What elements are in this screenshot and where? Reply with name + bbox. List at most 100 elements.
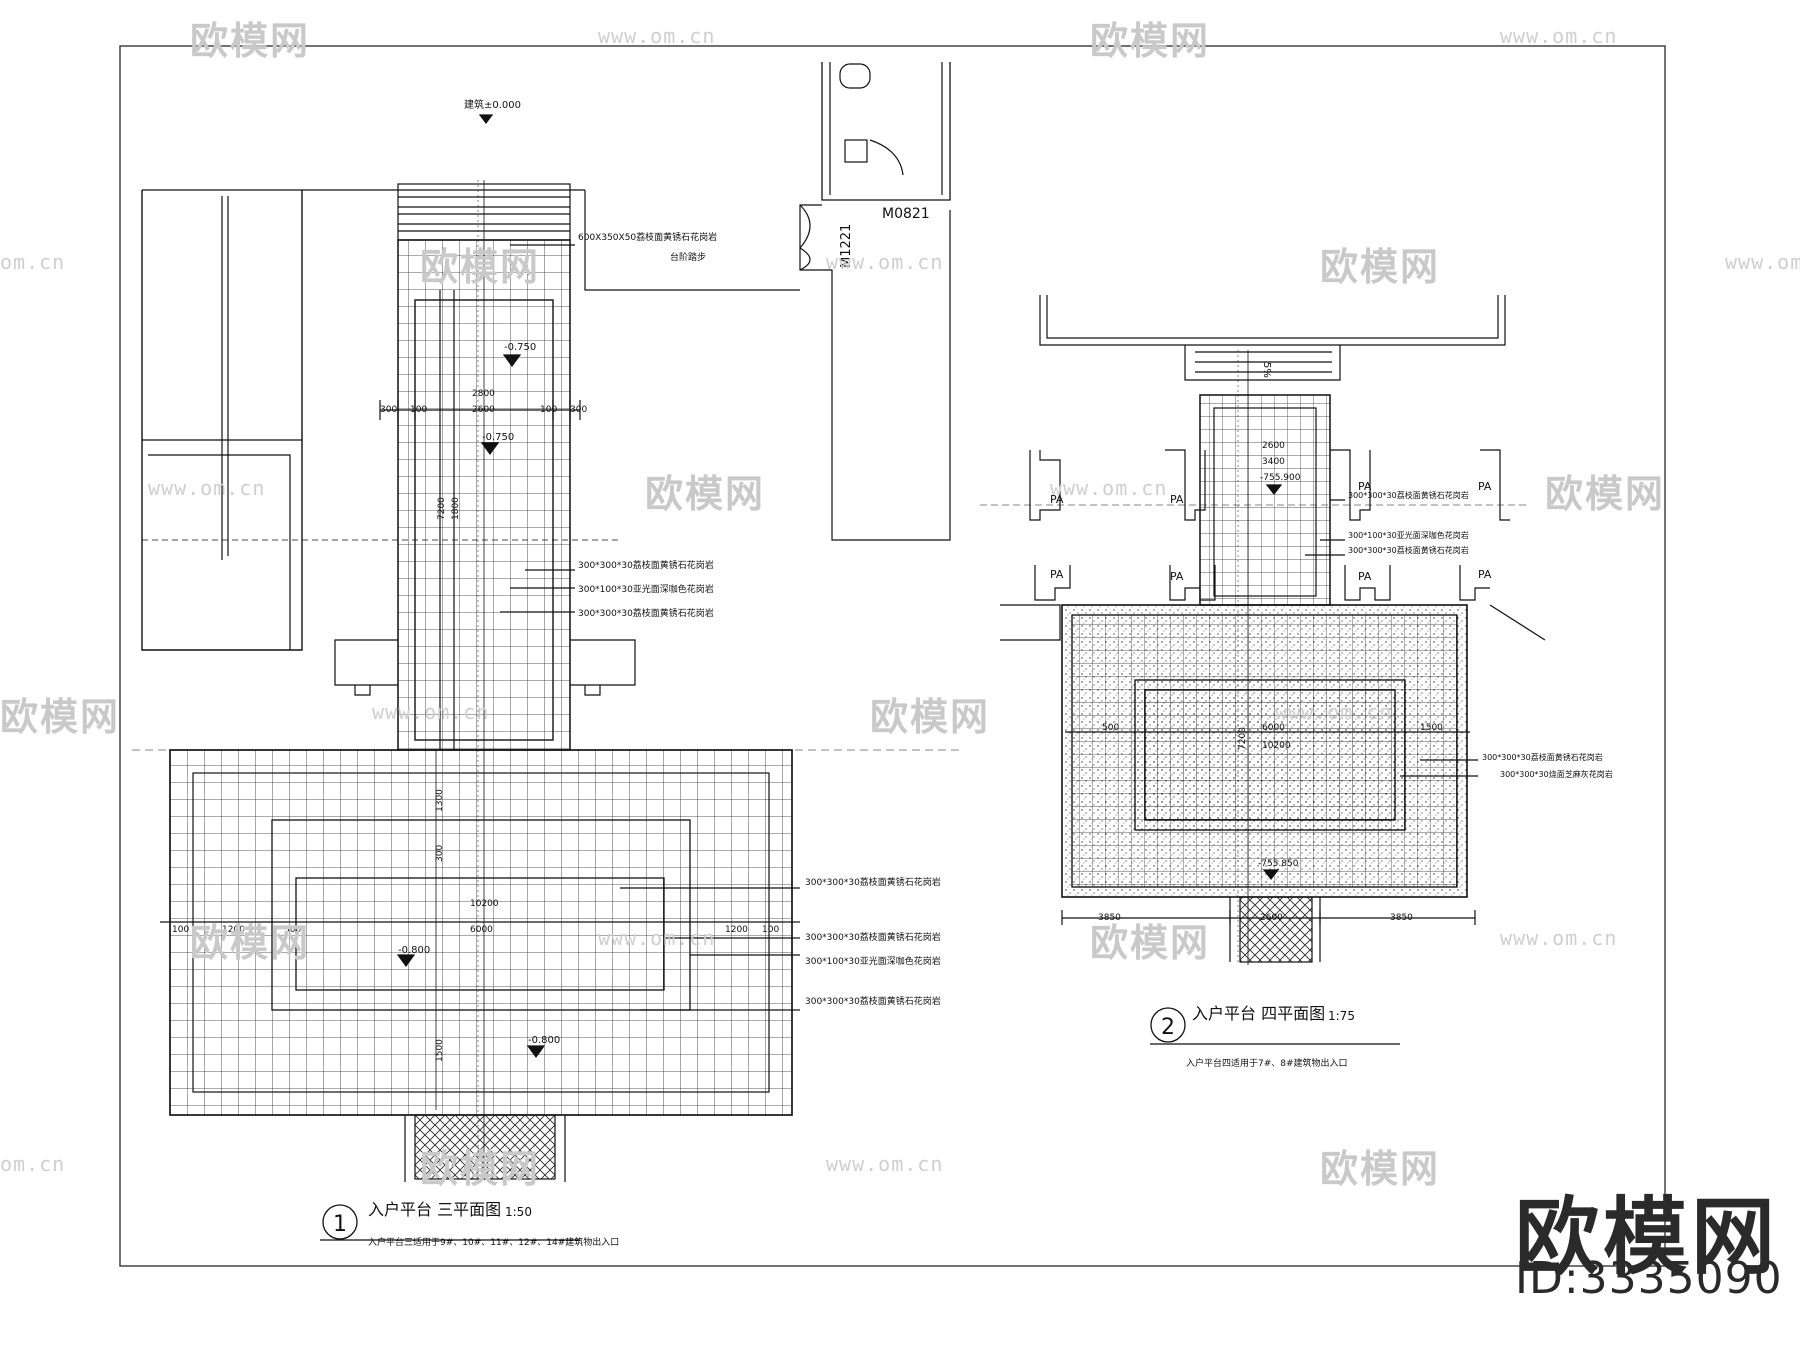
plan2-dim: 2600 bbox=[1260, 913, 1283, 923]
plan1-dim: 300 bbox=[284, 925, 301, 935]
watermark-url: www.om.cn bbox=[1275, 700, 1393, 724]
plan1-note-5: 300*300*30荔枝面黄锈石花岗岩 bbox=[578, 607, 714, 619]
plan1-dim: 7200 bbox=[437, 497, 447, 520]
plan1-datum: 建筑±0.000 bbox=[464, 98, 521, 111]
plan2-pa-label: PA bbox=[1170, 493, 1184, 506]
watermark-url: www.om.cn bbox=[372, 700, 490, 724]
plan2-walkway bbox=[1199, 394, 1331, 606]
watermark-logo: 欧模网 bbox=[870, 695, 991, 739]
plan2-number-circle bbox=[1150, 1007, 1186, 1043]
watermark-logo: 欧模网 bbox=[420, 1147, 541, 1191]
plan2-pa-label: PA bbox=[1170, 570, 1184, 583]
plan1-note-4: 300*100*30亚光面深咖色花岗岩 bbox=[578, 583, 714, 595]
plan1-dim: 1800 bbox=[451, 497, 461, 520]
watermark-url: www.om.cn bbox=[826, 1152, 944, 1176]
plan2-note-1: 300*300*30荔枝面黄锈石花岗岩 bbox=[1348, 490, 1469, 500]
plan1-dim: 100 bbox=[540, 405, 557, 415]
watermark-logo: 欧模网 bbox=[1320, 1147, 1441, 1191]
plan1-dim: 2600 bbox=[472, 405, 495, 415]
plan1-dim: 100 bbox=[762, 925, 779, 935]
plan-1-entry-platform bbox=[132, 62, 960, 1182]
plan2-step-label: 5% bbox=[1261, 362, 1272, 378]
plan1-dim: 1500 bbox=[435, 1039, 445, 1062]
plan1-level-4: -0.800 bbox=[528, 1035, 560, 1046]
plan2-dim: 7200 bbox=[1238, 727, 1248, 750]
watermark-logo: 欧模网 bbox=[1320, 245, 1441, 289]
plan2-pa-label: PA bbox=[1358, 480, 1372, 493]
plan2-note-5: 300*300*30烧面芝麻灰花岗岩 bbox=[1500, 769, 1613, 779]
plan1-level-2: -0.750 bbox=[482, 432, 514, 443]
watermark-logo: 欧模网 bbox=[1090, 921, 1211, 965]
plan1-level-1: -0.750 bbox=[504, 342, 536, 353]
watermark-url: www.om.cn bbox=[1500, 24, 1618, 48]
plan1-room-label2: M1221 bbox=[839, 224, 854, 268]
watermark-url: www.om.cn bbox=[148, 476, 266, 500]
plan1-dim: 100 bbox=[410, 405, 427, 415]
brand-logo-text: 欧模网 bbox=[1515, 1188, 1780, 1286]
watermark-logo: 欧模网 bbox=[1545, 472, 1666, 516]
plan1-dim: 1200 bbox=[222, 925, 245, 935]
plan2-dim: 6000 bbox=[1262, 723, 1285, 733]
plan2-scale: 1:75 bbox=[1328, 1009, 1355, 1023]
watermark-url: om.cn bbox=[0, 1152, 66, 1176]
plan1-scale: 1:50 bbox=[505, 1205, 532, 1219]
plan1-dim: 300 bbox=[380, 405, 397, 415]
plan2-dim: 3400 bbox=[1262, 457, 1285, 467]
plan2-pa-label: PA bbox=[1050, 493, 1064, 506]
plan2-title: 入户平台 四平面图 bbox=[1192, 1004, 1325, 1023]
watermark-url: www.om.cn bbox=[598, 926, 716, 950]
plan1-dim: 2800 bbox=[472, 389, 495, 399]
watermark-logo: 欧模网 bbox=[190, 19, 311, 63]
plan2-dim: 2600 bbox=[1262, 441, 1285, 451]
watermark-url: www.om.cn bbox=[1050, 476, 1168, 500]
plan2-pa-label: PA bbox=[1478, 568, 1492, 581]
plan2-subtitle: 入户平台四适用于7#、8#建筑物出入口 bbox=[1186, 1057, 1348, 1069]
plan2-pa-label: PA bbox=[1358, 570, 1372, 583]
plan1-room-label: M0821 bbox=[882, 206, 930, 222]
plan-2-entry-platform bbox=[980, 295, 1546, 965]
plan1-title: 入户平台 三平面图 bbox=[368, 1200, 501, 1219]
plan2-dim: 10200 bbox=[1262, 741, 1291, 751]
plan1-dim: 1200 bbox=[725, 925, 748, 935]
plan1-dim: 6000 bbox=[470, 925, 493, 935]
watermark-logo: 欧模网 bbox=[645, 472, 766, 516]
plan1-note-6: 300*300*30荔枝面黄锈石花岗岩 bbox=[805, 876, 941, 888]
plan2-note-2: 300*100*30亚光面深咖色花岗岩 bbox=[1348, 530, 1469, 540]
plan1-note-8: 300*100*30亚光面深咖色花岗岩 bbox=[805, 955, 941, 967]
plan1-plaza bbox=[169, 749, 793, 1116]
sheet-border bbox=[119, 45, 1666, 1267]
watermark-url: www.om.cn bbox=[1500, 926, 1618, 950]
plan2-dim: 500 bbox=[1102, 723, 1119, 733]
plan2-level-2: -755.850 bbox=[1258, 859, 1299, 869]
plan1-number: 1 bbox=[333, 1212, 347, 1237]
plan2-level-1: -755.900 bbox=[1260, 473, 1301, 483]
plan1-dim: 10200 bbox=[470, 899, 499, 909]
plan1-note-3: 300*300*30荔枝面黄锈石花岗岩 bbox=[578, 559, 714, 571]
watermark-url: om.cn bbox=[0, 250, 66, 274]
plan2-dim: 3850 bbox=[1098, 913, 1121, 923]
watermark-url: www.om.cn bbox=[826, 250, 944, 274]
watermark-logo: 欧模网 bbox=[1090, 19, 1211, 63]
plan1-subtitle: 入户平台三适用于9#、10#、11#、12#、14#建筑物出入口 bbox=[368, 1236, 619, 1248]
plan1-dim: 300 bbox=[570, 405, 587, 415]
plan-1-annotations: 建筑±0.000 M0821 M1221 -0.750 -0.750 -0.80… bbox=[172, 98, 941, 1248]
asset-id: ID:3335090 bbox=[1515, 1253, 1783, 1304]
plan2-pa-label: PA bbox=[1478, 480, 1492, 493]
plan2-note-3: 300*300*30荔枝面黄锈石花岗岩 bbox=[1348, 545, 1469, 555]
plan2-pa-label: PA bbox=[1050, 568, 1064, 581]
plan1-number-circle bbox=[322, 1204, 358, 1240]
plan1-note-7: 300*300*30荔枝面黄锈石花岗岩 bbox=[805, 931, 941, 943]
plan2-dim: 3850 bbox=[1390, 913, 1413, 923]
plan2-number: 2 bbox=[1161, 1015, 1175, 1040]
watermark-url: www.om.cn bbox=[598, 24, 716, 48]
watermark-logo: 欧模网 bbox=[190, 921, 311, 965]
plan-2-annotations: PA PA PA PA PA PA PA PA 5% -755.900 -755… bbox=[1050, 362, 1613, 1069]
plan1-dim: 1300 bbox=[435, 789, 445, 812]
plan1-dim: 300 bbox=[435, 845, 445, 862]
watermark-logo: 欧模网 bbox=[420, 245, 541, 289]
watermark-url: www.om.cn bbox=[1725, 250, 1800, 274]
plan2-note-4: 300*300*30荔枝面黄锈石花岗岩 bbox=[1482, 752, 1603, 762]
plan1-note-1: 600X350X50荔枝面黄锈石花岗岩 bbox=[578, 231, 717, 243]
plan1-note-2: 台阶踏步 bbox=[670, 251, 706, 263]
